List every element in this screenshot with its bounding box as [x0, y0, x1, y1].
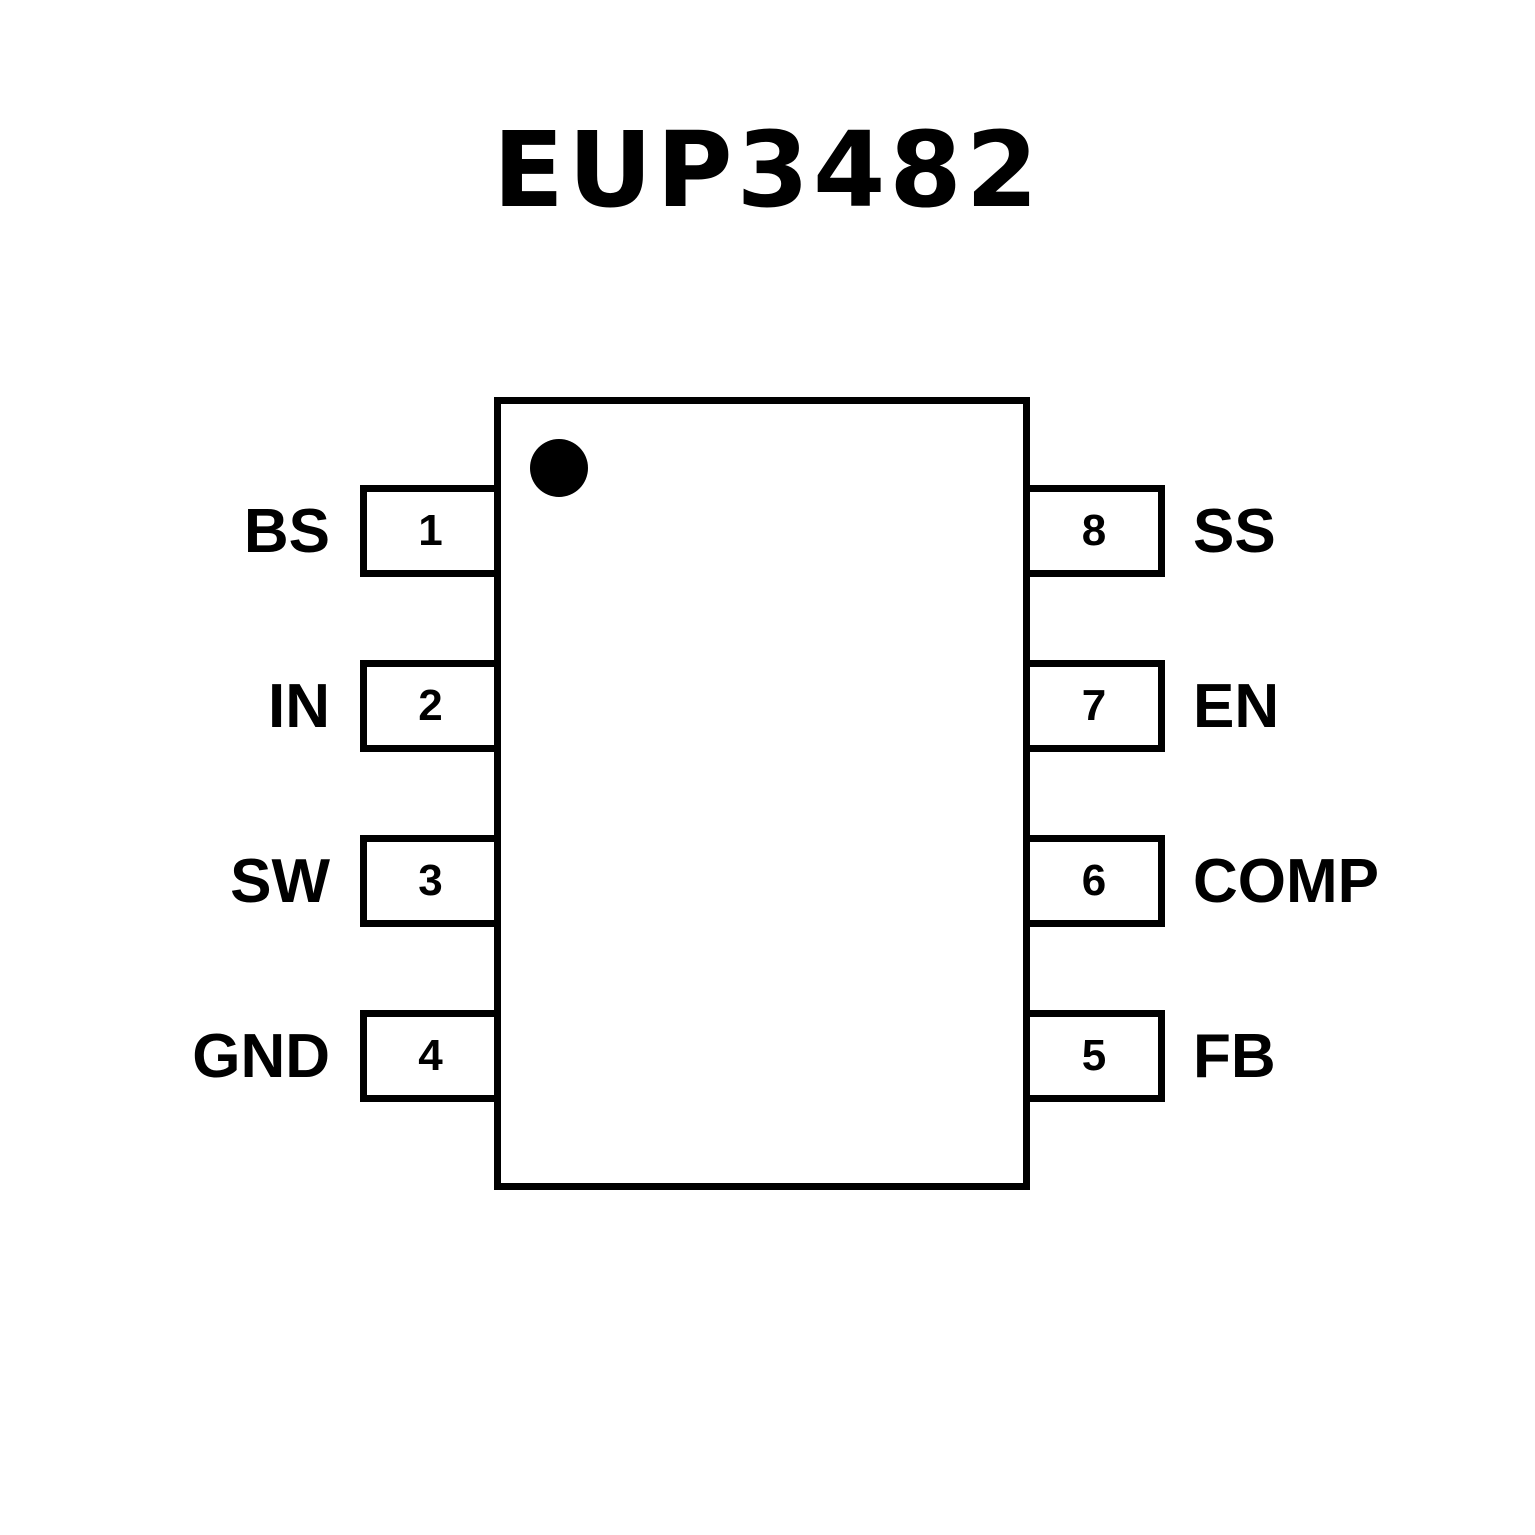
- pin-8: 8: [1030, 485, 1165, 577]
- ic-package-body: [494, 397, 1030, 1190]
- pin-6-label: COMP: [1193, 846, 1379, 916]
- pin-6: 6: [1030, 835, 1165, 927]
- pin-4-label: GND: [192, 1021, 330, 1091]
- pin-7-label: EN: [1193, 671, 1280, 741]
- pin-7: 7: [1030, 660, 1165, 752]
- pin-1-label: BS: [243, 496, 330, 566]
- chip-title: EUP3482: [492, 109, 1043, 231]
- pin-3: 3: [360, 835, 494, 927]
- pin-2-label: IN: [268, 671, 330, 741]
- pin-3-label: SW: [230, 846, 330, 916]
- pin-5: 5: [1030, 1010, 1165, 1102]
- pin-4: 4: [360, 1010, 494, 1102]
- pin-1: 1: [360, 485, 494, 577]
- pin-2: 2: [360, 660, 494, 752]
- pin-5-label: FB: [1193, 1021, 1276, 1091]
- pin1-indicator-dot-icon: [530, 439, 588, 497]
- pin-8-label: SS: [1193, 496, 1276, 566]
